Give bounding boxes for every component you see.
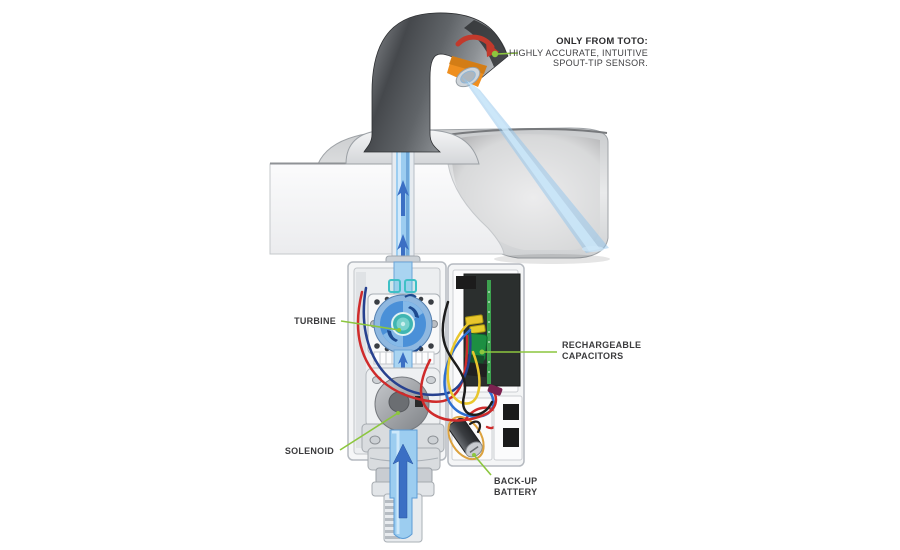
basin-rim-line <box>445 128 608 136</box>
flow-arrow-mid <box>398 352 408 376</box>
rotor-blade-arrow-1 <box>408 306 419 318</box>
battery-leader-line <box>473 454 492 476</box>
capacitors-label: RECHARGEABLE CAPACITORS <box>562 340 641 361</box>
battery-wire-black <box>468 420 482 434</box>
stream-core <box>467 81 600 251</box>
solenoid-leader-dot <box>396 411 400 415</box>
board-tab <box>456 276 476 289</box>
backup-battery <box>448 417 483 458</box>
faucet <box>363 12 509 153</box>
capacitors-leader-dot <box>479 349 485 355</box>
sensor-callout: ONLY FROM TOTO: HIGHLY ACCURATE, INTUITI… <box>508 36 648 69</box>
solenoid-label: SOLENOID <box>284 446 334 456</box>
battery-label: BACK-UP BATTERY <box>494 476 537 497</box>
clip-left <box>388 279 401 293</box>
inlet-big-arrow <box>392 443 414 519</box>
solenoid-screw-4 <box>427 435 439 445</box>
connector-port-2 <box>503 428 519 447</box>
wire-harness <box>356 286 498 422</box>
sensor-callout-line2: SPOUT-TIP SENSOR. <box>553 58 648 68</box>
wire-navy <box>362 286 472 397</box>
sensor-callout-title: ONLY FROM TOTO: <box>556 36 648 47</box>
wire-yellow <box>446 322 481 405</box>
sensor-leader-line <box>496 52 519 55</box>
stream-splash <box>582 246 604 252</box>
clip-right <box>404 279 417 293</box>
valve-box-wall <box>356 272 366 448</box>
pipe-shade <box>406 150 409 262</box>
sensor-leader-dot <box>491 50 499 58</box>
threads <box>385 500 400 539</box>
solenoid-leader-line <box>339 412 399 451</box>
wire-terminal-maroon <box>487 384 503 396</box>
connector-port-1 <box>503 404 519 420</box>
solenoid-slot <box>415 396 423 407</box>
hose-connector <box>367 429 441 543</box>
turbine-leader-dot <box>397 328 401 332</box>
aerator <box>455 66 481 88</box>
counter-cut-face <box>269 163 505 255</box>
sensor-callout-line1: HIGHLY ACCURATE, INTUITIVE <box>508 47 648 58</box>
battery-label-line1: BACK-UP <box>494 476 538 486</box>
battery-label-line2: BATTERY <box>494 486 538 497</box>
flow-arrow-upper <box>397 180 409 216</box>
turbine-leader-line <box>340 320 400 331</box>
spin-arrow-top <box>404 294 417 298</box>
solenoid-screw-3 <box>369 435 381 445</box>
wire-red-2 <box>419 358 498 422</box>
water-stream <box>461 76 609 253</box>
pipe-highlight <box>398 150 401 262</box>
solenoid-screw-2 <box>426 376 436 384</box>
basin-shadow <box>494 254 610 264</box>
rotor-blade-arrow-2 <box>387 330 398 342</box>
valve-unit-box <box>347 255 447 543</box>
turbine-label: TURBINE <box>294 316 336 326</box>
capacitors-label-line1: RECHARGEABLE <box>562 340 642 350</box>
wire-black <box>441 300 494 417</box>
leader-lines <box>339 50 557 476</box>
battery-leader-dot <box>472 453 476 457</box>
supply-pipe <box>391 149 415 263</box>
capacitors-label-line2: CAPACITORS <box>562 350 624 361</box>
flow-arrow-lower <box>397 234 409 262</box>
turbine-assembly <box>367 293 441 355</box>
inlet-highlight <box>392 430 400 534</box>
electronics-box <box>447 263 525 467</box>
turbine-hub-center <box>400 321 406 327</box>
yellow-connectors <box>464 314 486 334</box>
basin-bowl-interior <box>451 133 600 250</box>
